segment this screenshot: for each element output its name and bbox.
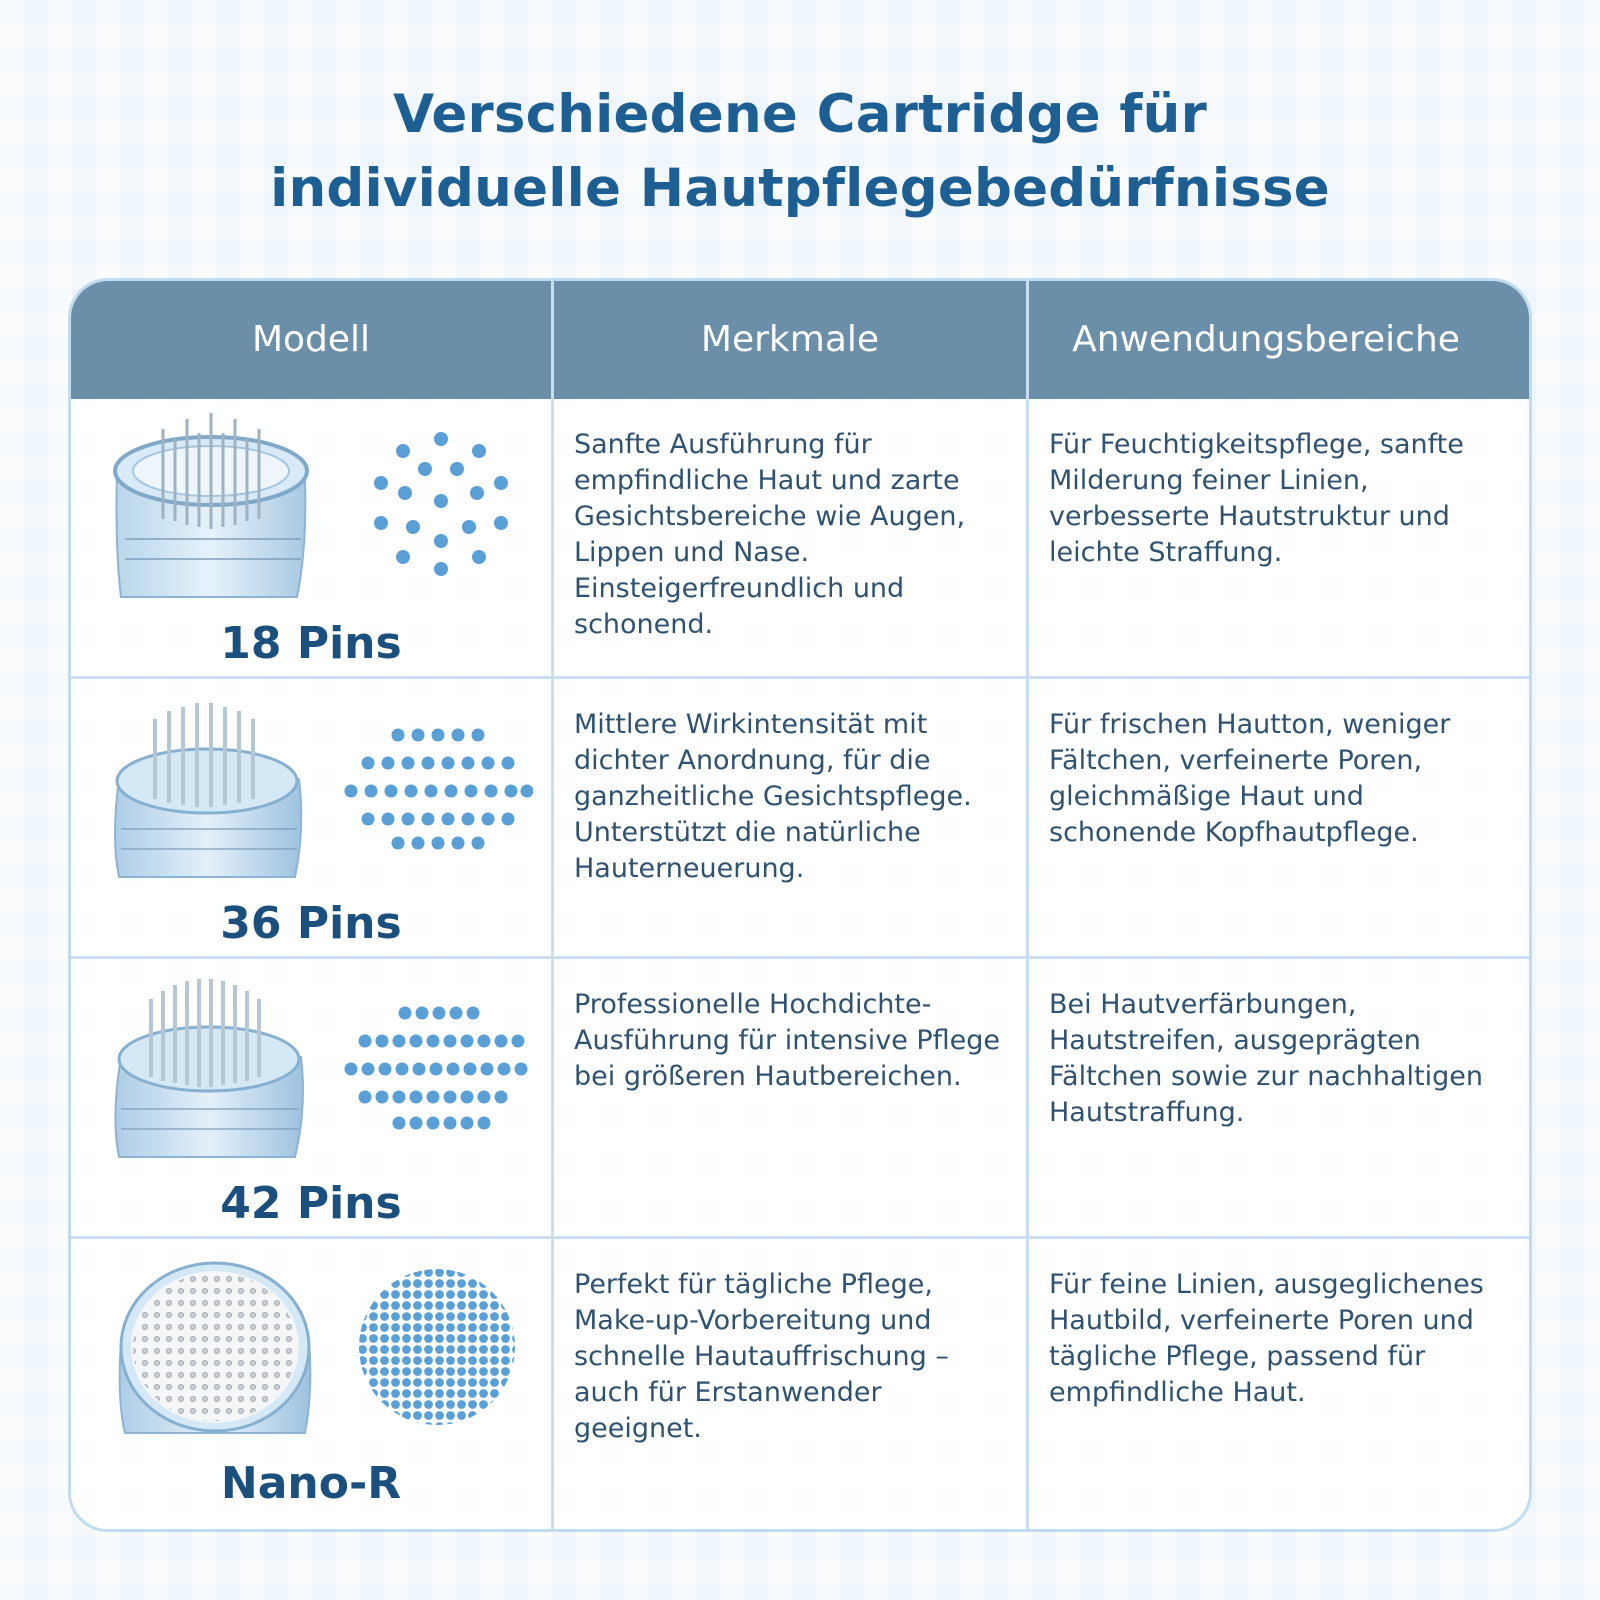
pin-pattern-36-icon	[344, 728, 533, 850]
table-header: Modell Merkmale Anwendungsbereiche	[71, 281, 1529, 399]
cartridge-36-pins-icon	[114, 703, 303, 878]
title-line-2: individuelle Hautpflegebedürfnisse	[270, 158, 1330, 219]
applications-text: Für frischen Hautton, weniger Fältchen, …	[1049, 709, 1451, 848]
header-features: Merkmale	[700, 319, 880, 360]
header-model: Modell	[251, 319, 371, 360]
model-label: 18 Pins	[220, 618, 402, 669]
cartridge-18-pins-icon	[113, 413, 309, 598]
features-text: Perfekt für tägliche Pflege, Make-up-Vor…	[574, 1269, 949, 1444]
pin-pattern-nano-icon	[359, 1269, 515, 1425]
model-label: Nano-R	[220, 1458, 402, 1509]
table-row: 42 Pins Professionelle Hochdichte-Ausfüh…	[71, 959, 1529, 1239]
table-row: 36 Pins Mittlere Wirkintensität mit dich…	[71, 679, 1529, 959]
model-label: 36 Pins	[220, 898, 402, 949]
row-divider	[71, 1236, 1529, 1239]
table-row: 18 Pins Sanfte Ausführung für empfindlic…	[71, 399, 1529, 679]
applications-text: Bei Hautverfärbungen, Hautstreifen, ausg…	[1049, 989, 1484, 1128]
title-line-1: Verschiedene Cartridge für	[393, 84, 1207, 145]
column-divider	[1026, 281, 1029, 1529]
table-row: Nano-R Perfekt für tägliche Pflege, Make…	[71, 1239, 1529, 1519]
page-title: Verschiedene Cartridge für individuelle …	[0, 78, 1600, 226]
header-applications: Anwendungsbereiche	[1072, 319, 1460, 360]
applications-text: Für Feuchtigkeitspflege, sanfte Milderun…	[1049, 429, 1464, 568]
features-text: Professionelle Hochdichte-Ausführung für…	[574, 989, 1001, 1092]
features-text: Sanfte Ausführung für empfindliche Haut …	[574, 429, 966, 640]
features-text: Mittlere Wirkintensität mit dichter Anor…	[574, 709, 972, 884]
row-divider	[71, 956, 1529, 959]
cartridge-comparison-table: Modell Merkmale Anwendungsbereiche	[68, 278, 1532, 1532]
cartridge-nano-icon	[118, 1261, 312, 1434]
applications-text: Für feine Linien, ausgeglichenes Hautbil…	[1049, 1269, 1484, 1408]
cartridge-42-pins-icon	[114, 979, 304, 1158]
model-label: 42 Pins	[220, 1178, 402, 1229]
pin-pattern-18-icon	[374, 432, 508, 576]
pin-pattern-42-icon	[344, 1006, 528, 1130]
row-divider	[71, 676, 1529, 679]
column-divider	[551, 281, 554, 1529]
